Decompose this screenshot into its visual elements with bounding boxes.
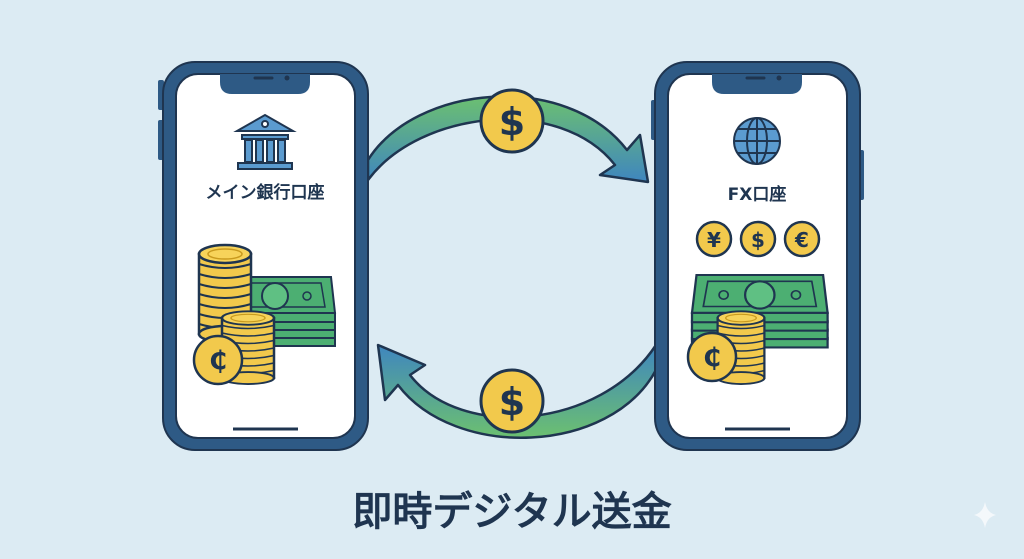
bank-phone: メイン銀行口座 ₵ [158,61,369,451]
arrow-to-fx [366,95,650,184]
globe-icon [733,117,781,165]
title: 即時デジタル送金 [352,489,672,535]
svg-text:₵: ₵ [703,343,721,373]
coin-icon: ₵ [686,331,738,383]
arrow-to-bank [376,343,658,439]
fx-account-label: FX口座 [728,184,787,205]
dollar-symbol: $ [499,100,525,144]
dollar-coin-bottom: $ [479,368,545,434]
dollar-symbol: $ [499,380,525,424]
svg-text:₵: ₵ [209,346,227,376]
yen-coin-icon: ¥ [695,220,733,258]
coin-icon: ₵ [192,334,244,386]
sparkle-icon [974,502,996,528]
svg-text:€: € [794,228,809,252]
dollar-coin-top: $ [479,88,545,154]
fx-phone: FX口座 ¥ $ € ₵ [651,61,864,451]
euro-coin-icon: € [783,220,821,258]
bank-account-label: メイン銀行口座 [206,182,325,203]
dollar-coin-icon: $ [739,220,777,258]
svg-text:¥: ¥ [707,228,721,252]
svg-text:$: $ [751,228,765,252]
bank-icon [233,113,297,170]
